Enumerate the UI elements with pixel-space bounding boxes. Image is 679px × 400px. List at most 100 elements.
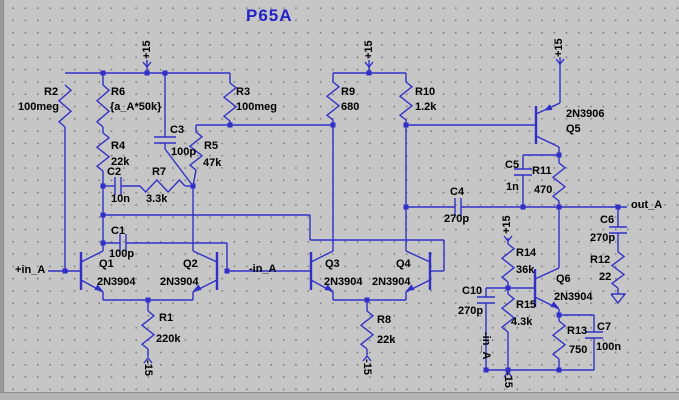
resistor-R8-symbol[interactable] (359, 310, 375, 350)
label-R8-ref[interactable]: R8 (377, 314, 392, 326)
label-C5-val[interactable]: 1n (506, 181, 519, 193)
label-Q4-ref[interactable]: Q4 (396, 258, 411, 270)
label-Q2-ref[interactable]: Q2 (183, 258, 198, 270)
label-C1-val[interactable]: 100p (109, 248, 135, 260)
label-R7-val[interactable]: 3.3k (146, 193, 168, 205)
label-Q3-ref[interactable]: Q3 (325, 258, 340, 270)
vminus-flag-label-1[interactable]: -15 (142, 360, 154, 376)
resistor-R2-symbol[interactable] (57, 84, 73, 128)
resistor-R14-symbol[interactable] (500, 243, 516, 283)
label-R11-val[interactable]: 470 (534, 184, 553, 196)
transistor-Q3-symbol[interactable] (310, 279, 334, 300)
label-C3-ref[interactable]: C3 (170, 124, 185, 136)
label-Q5-ref[interactable]: Q5 (566, 123, 581, 135)
label-R8-val[interactable]: 22k (377, 334, 396, 346)
label-R12-val[interactable]: 22 (599, 271, 612, 283)
power-flag-icon[interactable] (362, 354, 372, 362)
vplus-flag-label-1[interactable]: +15 (141, 40, 153, 59)
vplus-flag-label-2[interactable]: +15 (363, 40, 375, 59)
label-R13-val[interactable]: 750 (569, 344, 588, 356)
label-R6-val[interactable]: {a_A*50k} (110, 101, 162, 113)
label-R3-ref[interactable]: R3 (236, 86, 251, 98)
net-label-in-neg[interactable]: -in_A (249, 263, 277, 275)
schematic-canvas[interactable] (4, 0, 679, 393)
label-R7-ref[interactable]: R7 (152, 166, 167, 178)
label-R4-val[interactable]: 22k (111, 156, 130, 168)
resistor-R1-symbol[interactable] (140, 310, 156, 350)
label-Q4-val[interactable]: 2N3904 (372, 276, 411, 288)
label-Q6-val[interactable]: 2N3904 (554, 291, 593, 303)
label-C7-ref[interactable]: C7 (597, 321, 612, 333)
label-C5-ref[interactable]: C5 (505, 159, 520, 171)
transistor-Q5-symbol[interactable] (535, 135, 560, 148)
label-Q5-val[interactable]: 2N3906 (566, 108, 605, 120)
net-label-in-neg-vertical[interactable]: -in_A (480, 332, 492, 360)
resistor-R5-symbol[interactable] (188, 131, 204, 171)
label-Q2-val[interactable]: 2N3904 (160, 276, 199, 288)
label-Q6-ref[interactable]: Q6 (556, 273, 571, 285)
label-Q3-val[interactable]: 2N3904 (324, 276, 363, 288)
ground-flag-icon[interactable] (610, 293, 627, 305)
label-Q1-ref[interactable]: Q1 (99, 258, 114, 270)
label-R11-ref[interactable]: R11 (532, 165, 552, 177)
label-R5-val[interactable]: 47k (203, 157, 222, 169)
wire[interactable] (192, 169, 197, 187)
label-C2-val[interactable]: 10n (111, 193, 130, 205)
label-C4-ref[interactable]: C4 (450, 186, 465, 198)
label-C10-ref[interactable]: C10 (462, 285, 483, 297)
transistor-Q4-symbol[interactable] (405, 250, 431, 263)
label-R6-ref[interactable]: R6 (111, 86, 126, 98)
resistor-R13-symbol[interactable] (551, 320, 567, 360)
power-flag-icon[interactable] (364, 61, 374, 69)
resistor-R10-symbol[interactable] (398, 81, 414, 121)
label-R14-val[interactable]: 36k (516, 264, 535, 276)
label-R13-ref[interactable]: R13 (567, 325, 588, 337)
transistor-Q2-symbol[interactable] (192, 250, 218, 263)
label-C7-val[interactable]: 100n (596, 341, 622, 353)
label-R4-ref[interactable]: R4 (111, 140, 126, 152)
power-flag-icon[interactable] (555, 58, 565, 66)
label-R9-val[interactable]: 680 (341, 101, 360, 113)
label-C4-val[interactable]: 270p (444, 213, 470, 225)
resistor-R6-symbol[interactable] (95, 84, 111, 128)
label-R14-ref[interactable]: R14 (516, 247, 537, 259)
label-R15-ref[interactable]: R15 (516, 299, 537, 311)
label-C6-val[interactable]: 270p (590, 232, 616, 244)
label-R5-ref[interactable]: R5 (204, 140, 219, 152)
label-R2-ref[interactable]: R2 (44, 86, 59, 98)
label-R3-val[interactable]: 100meg (236, 101, 277, 113)
transistor-Q3-symbol[interactable] (310, 250, 334, 263)
transistor-Q1-symbol[interactable] (80, 279, 104, 300)
transistor-Q2-symbol[interactable] (192, 279, 218, 300)
wire[interactable] (164, 148, 194, 187)
resistor-R7-symbol[interactable] (139, 178, 186, 194)
power-flag-icon[interactable] (503, 235, 513, 243)
label-R9-ref[interactable]: R9 (341, 86, 356, 98)
resistor-R15-symbol[interactable] (500, 293, 516, 333)
label-R2-val[interactable]: 100meg (18, 101, 59, 113)
resistor-R4-symbol[interactable] (95, 132, 111, 172)
label-C3-val[interactable]: 100p (171, 146, 197, 158)
label-C2-ref[interactable]: C2 (107, 166, 122, 178)
transistor-Q4-symbol[interactable] (405, 279, 431, 300)
vminus-flag-label-2[interactable]: -15 (361, 359, 373, 375)
transistor-Q1-symbol[interactable] (80, 250, 104, 263)
vplus-flag-label-3[interactable]: +15 (553, 38, 565, 57)
label-R15-val[interactable]: 4.3k (511, 316, 533, 328)
power-flag-icon[interactable] (142, 61, 152, 69)
label-R1-ref[interactable]: R1 (159, 312, 174, 324)
net-label-out[interactable]: out_A (631, 199, 663, 211)
transistor-Q6-symbol[interactable] (534, 267, 560, 280)
label-R10-val[interactable]: 1.2k (415, 101, 437, 113)
label-R10-ref[interactable]: R10 (415, 86, 436, 98)
label-C1-ref[interactable]: C1 (111, 225, 126, 237)
power-flag-icon[interactable] (143, 356, 153, 364)
label-C10-val[interactable]: 270p (458, 305, 484, 317)
schematic-title[interactable]: P65A (246, 6, 293, 25)
resistor-R11-symbol[interactable] (551, 162, 567, 202)
vplus-flag-label-4[interactable]: +15 (501, 215, 513, 234)
vminus-flag-label-3[interactable]: -15 (502, 372, 514, 388)
net-label-in-pos[interactable]: +in_A (15, 264, 46, 276)
label-R1-val[interactable]: 220k (156, 333, 181, 345)
